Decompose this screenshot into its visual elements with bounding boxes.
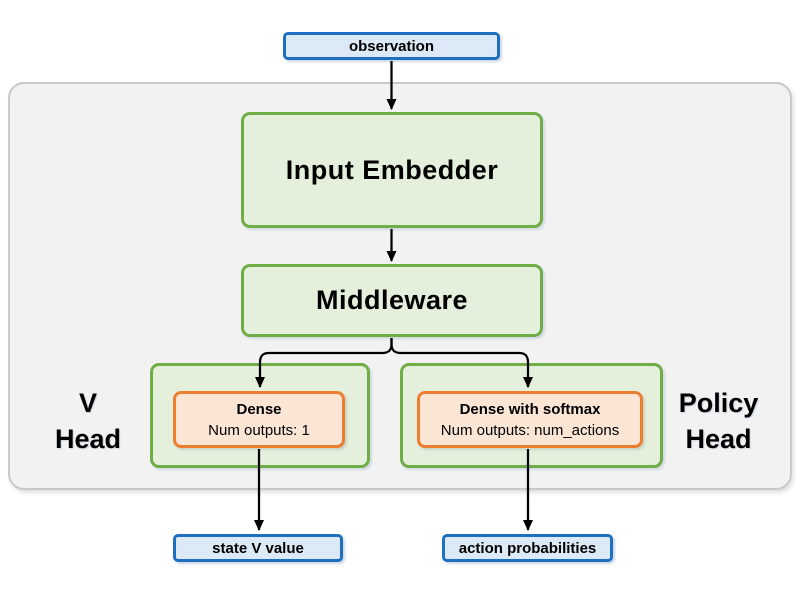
- input-embedder-label: Input Embedder: [285, 154, 499, 185]
- observation-node: observation: [283, 32, 500, 60]
- policy-dense-title: Dense with softmax: [459, 400, 601, 418]
- v-head-box: Dense Num outputs: 1: [150, 363, 370, 468]
- v-dense-title: Dense: [236, 400, 282, 418]
- action-probabilities-label: action probabilities: [458, 539, 597, 557]
- middleware-node: Middleware: [241, 264, 543, 337]
- policy-dense-node: Dense with softmax Num outputs: num_acti…: [417, 391, 643, 448]
- input-embedder-node: Input Embedder: [241, 112, 543, 228]
- action-probabilities-node: action probabilities: [442, 534, 613, 562]
- v-dense-node: Dense Num outputs: 1: [173, 391, 345, 448]
- policy-head-label-line2: Head: [685, 424, 752, 455]
- middleware-label: Middleware: [315, 285, 469, 315]
- observation-label: observation: [348, 37, 435, 55]
- v-head-label-line2: Head: [54, 424, 122, 455]
- state-v-value-label: state V value: [212, 539, 304, 557]
- policy-head-label: Policy Head: [656, 385, 781, 458]
- policy-head-label-line1: Policy: [678, 388, 759, 418]
- v-dense-subtitle: Num outputs: 1: [208, 421, 310, 439]
- policy-dense-subtitle: Num outputs: num_actions: [440, 421, 620, 439]
- v-head-label: V Head: [28, 385, 148, 458]
- policy-head-box: Dense with softmax Num outputs: num_acti…: [400, 363, 663, 468]
- v-head-label-line1: V: [78, 388, 97, 418]
- state-v-value-node: state V value: [173, 534, 343, 562]
